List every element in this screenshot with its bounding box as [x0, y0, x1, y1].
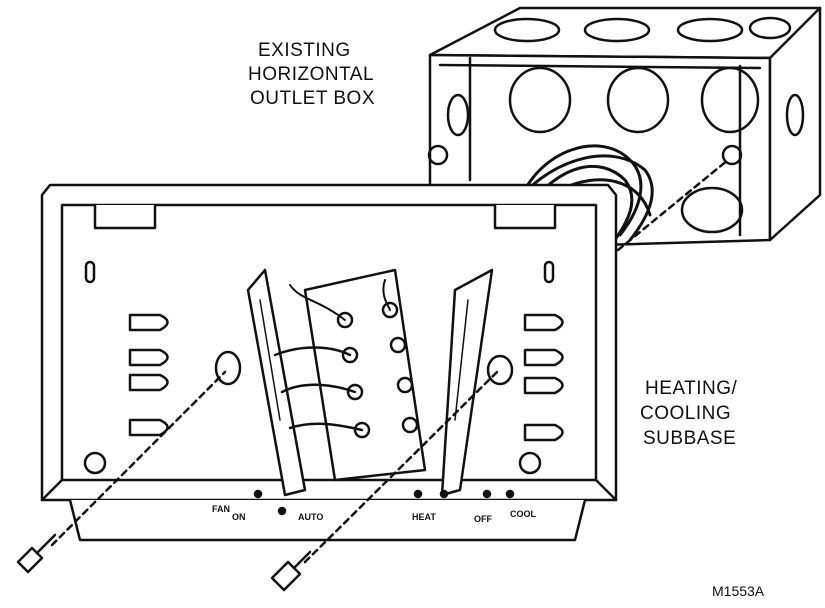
on-marking: ON	[232, 512, 246, 522]
outlet-box-label-line-1: EXISTING	[258, 40, 351, 61]
left-mounting-hole	[214, 350, 242, 386]
subbase-label-line-3: SUBBASE	[643, 428, 737, 449]
outlet-box-label-line-2: HORIZONTAL	[248, 64, 375, 85]
right-screw	[270, 370, 499, 592]
system-lever	[440, 268, 494, 497]
cool-marking: COOL	[510, 509, 537, 519]
alignment-line	[616, 158, 730, 252]
right-terminals	[518, 313, 564, 475]
subbase-label-line-1: HEATING/	[645, 378, 738, 399]
left-screw	[16, 370, 227, 574]
left-terminals	[83, 313, 169, 475]
off-marking: OFF	[474, 514, 492, 524]
auto-marking: AUTO	[298, 512, 323, 522]
outlet-box-label-line-3: OUTLET BOX	[250, 88, 376, 109]
right-mounting-hole	[486, 354, 514, 386]
terminal-block	[273, 268, 427, 482]
heat-marking: HEAT	[412, 512, 436, 522]
figure-id: M1553A	[712, 583, 765, 599]
fan-lever	[246, 268, 307, 497]
subbase-label-line-2: COOLING	[640, 403, 732, 424]
fan-marking: FAN	[212, 504, 230, 514]
subbase	[40, 183, 618, 542]
